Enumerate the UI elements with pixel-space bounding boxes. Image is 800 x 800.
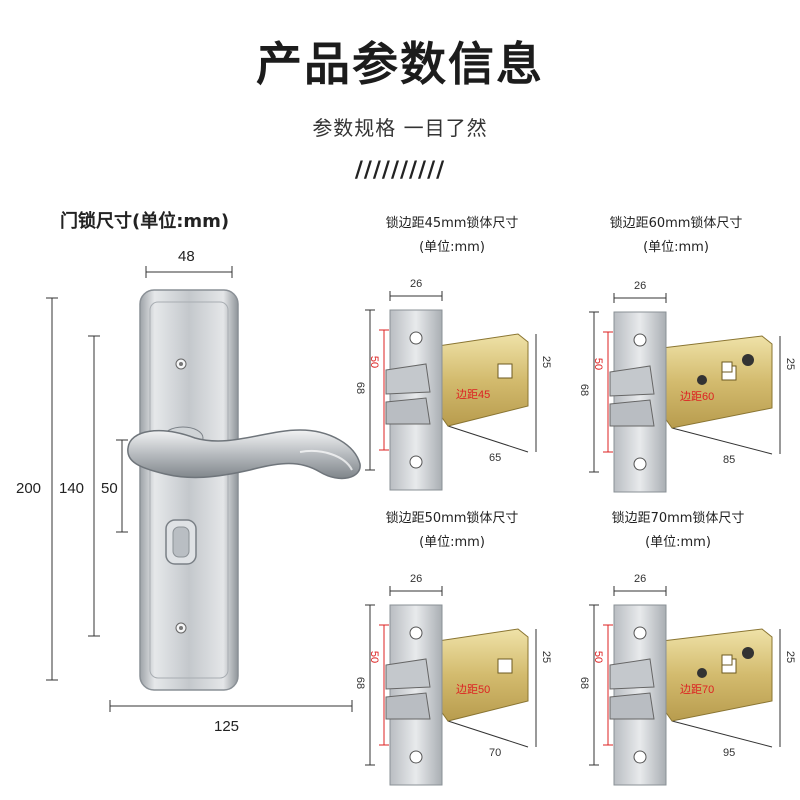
latch-45-unit: (单位:mm) bbox=[419, 240, 485, 255]
latch-60-unit: (单位:mm) bbox=[643, 240, 709, 255]
latch-70-plate-width-label: 26 bbox=[634, 573, 647, 585]
latch-45-title-text: 锁边距45mm锁体尺寸 bbox=[385, 216, 519, 231]
latch-60-title: 锁边距60mm锁体尺寸 (单位:mm) bbox=[576, 212, 776, 260]
latch-45-title: 锁边距45mm锁体尺寸 (单位:mm) bbox=[352, 212, 552, 260]
latch-70-backset-label: 边距70 bbox=[680, 684, 715, 696]
latch-45-body-length-label: 65 bbox=[489, 452, 502, 464]
total-length-label: 125 bbox=[214, 718, 240, 735]
latch-45-plate-width-label: 26 bbox=[410, 278, 423, 290]
latch-70-right-height-label: 25 bbox=[784, 650, 797, 664]
latch-70-title-text: 锁边距70mm锁体尺寸 bbox=[611, 511, 745, 526]
latch-70-inner-height-label: 50 bbox=[592, 650, 605, 664]
page-subtitle: 参数规格 一目了然 bbox=[312, 116, 488, 140]
latch-60-backset-label: 边距60 bbox=[680, 391, 715, 403]
latch-50-plate-width-label: 26 bbox=[410, 573, 423, 585]
divider-slashes: ////////// bbox=[354, 158, 446, 183]
latch-60-title-text: 锁边距60mm锁体尺寸 bbox=[609, 216, 743, 231]
handle-height-label: 50 bbox=[101, 480, 118, 497]
latch-70-unit: (单位:mm) bbox=[645, 535, 711, 550]
latch-50-backset-label: 边距50 bbox=[456, 684, 491, 696]
latch-50-unit: (单位:mm) bbox=[419, 535, 485, 550]
latch-70-plate-height-label: 68 bbox=[578, 676, 591, 690]
latch-70-body-length-label: 95 bbox=[723, 747, 736, 759]
latch-70-title: 锁边距70mm锁体尺寸 (单位:mm) bbox=[578, 507, 778, 555]
latch-45-backset-label: 边距45 bbox=[456, 389, 491, 401]
handle-width-label: 48 bbox=[178, 248, 195, 265]
latch-50-title-text: 锁边距50mm锁体尺寸 bbox=[385, 511, 519, 526]
page-title: 产品参数信息 bbox=[256, 37, 544, 91]
latch-60-plate-width-label: 26 bbox=[634, 280, 647, 292]
latch-50-body-length-label: 70 bbox=[489, 747, 502, 759]
screw-spacing-label: 140 bbox=[59, 480, 85, 497]
door-lock-section-title: 门锁尺寸(单位:mm) bbox=[60, 211, 230, 232]
latch-50-title: 锁边距50mm锁体尺寸 (单位:mm) bbox=[352, 507, 552, 555]
latch-60-body-length-label: 85 bbox=[723, 454, 736, 466]
plate-height-label: 200 bbox=[16, 480, 42, 497]
